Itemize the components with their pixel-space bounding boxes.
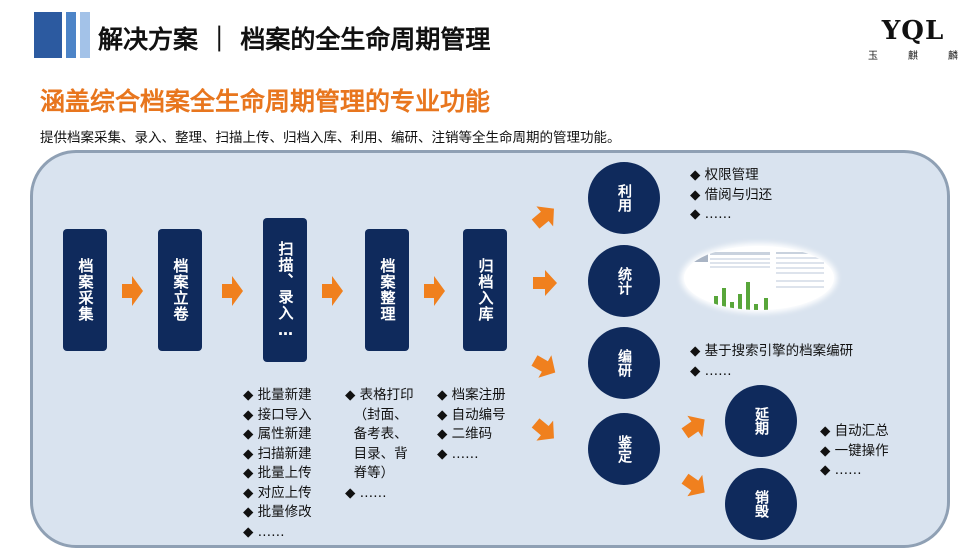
- logo-text: YQL: [881, 16, 945, 46]
- list-item: ◆ 属性新建: [243, 426, 312, 442]
- list-item: 脊等）: [345, 465, 395, 481]
- logo-char: 玉: [868, 51, 878, 62]
- list-item: ◆ ……: [690, 362, 732, 379]
- section-description: 提供档案采集、录入、整理、扫描上传、归档入库、利用、编研、注销等全生命周期的管理…: [40, 130, 621, 146]
- header-bar-light: [80, 12, 90, 58]
- step-archive-collection: 档案采集: [63, 229, 107, 351]
- arrow-right-icon: [122, 276, 143, 306]
- chart-thumbnail-icon: [694, 252, 824, 310]
- outcome-appraisal: 鉴定: [588, 413, 660, 485]
- list-item: ◆ ……: [690, 206, 732, 222]
- step-scan-entry: 扫描、录入…: [263, 218, 307, 362]
- list-item: ◆ ……: [243, 523, 285, 540]
- arrow-right-icon: [533, 270, 557, 296]
- list-item: ◆ 批量新建: [243, 387, 312, 403]
- logo-char: 麟: [948, 51, 958, 62]
- header-bar-dark: [34, 12, 62, 58]
- section-subtitle: 涵盖综合档案全生命周期管理的专业功能: [40, 87, 491, 116]
- compile-list: ◆ 基于搜索引擎的档案编研 ◆ ……: [690, 342, 853, 381]
- list-item: ◆ 批量修改: [243, 504, 312, 520]
- archive-list: ◆ 档案注册 ◆ 自动编号 ◆ 二维码 ◆ ……: [437, 386, 506, 464]
- arrow-upright-icon: [681, 415, 705, 439]
- list-item: ◆ ……: [437, 445, 479, 462]
- list-item: ◆ 自动汇总: [820, 423, 889, 439]
- list-item: ◆ 扫描新建: [243, 445, 312, 462]
- list-item: ◆ 一键操作: [820, 442, 889, 459]
- list-item: ◆ 借阅与归还: [690, 186, 773, 203]
- company-logo: YQL 玉 麒 麟: [868, 16, 958, 62]
- header-bar-mid: [66, 12, 76, 58]
- organize-list: ◆ 表格打印 （封面、 备考表、 目录、背 脊等） ◆ ……: [345, 386, 414, 503]
- outcome-destroy: 销毁: [725, 468, 797, 540]
- sub-outcome-list: ◆ 自动汇总 ◆ 一键操作 ◆ ……: [820, 422, 889, 481]
- logo-char: 麒: [908, 51, 918, 62]
- list-item: ◆ 权限管理: [690, 167, 759, 183]
- list-item: ◆ ……: [820, 462, 862, 478]
- outcome-statistics: 统计: [588, 245, 660, 317]
- arrow-right-icon: [222, 276, 243, 306]
- list-item: ◆ 表格打印: [345, 387, 414, 403]
- statistics-screenshot-thumbnail: [684, 246, 834, 310]
- arrow-downright-icon: [681, 473, 705, 497]
- list-item: ◆ 档案注册: [437, 387, 506, 403]
- arrow-downright-icon: [531, 355, 556, 378]
- scan-entry-list: ◆ 批量新建 ◆ 接口导入 ◆ 属性新建 ◆ 扫描新建 ◆ 批量上传 ◆ 对应上…: [243, 386, 312, 542]
- list-item: ◆ 对应上传: [243, 484, 312, 501]
- list-item: 备考表、: [345, 426, 408, 442]
- list-item: ◆ 基于搜索引擎的档案编研: [690, 343, 854, 359]
- list-item: ◆ 接口导入: [243, 406, 312, 423]
- logo-subtext: 玉 麒 麟: [868, 47, 958, 62]
- arrow-right-icon: [322, 276, 343, 306]
- list-item: ◆ ……: [345, 484, 387, 501]
- list-item: （封面、: [345, 406, 408, 423]
- page-title: 解决方案 ｜ 档案的全生命周期管理: [98, 25, 491, 54]
- arrow-upright-icon: [531, 206, 554, 229]
- list-item: ◆ 批量上传: [243, 465, 312, 481]
- list-item: ◆ 二维码: [437, 426, 493, 442]
- arrow-downright-icon: [531, 418, 554, 441]
- list-item: 目录、背: [345, 445, 408, 462]
- use-list: ◆ 权限管理 ◆ 借阅与归还 ◆ ……: [690, 166, 772, 225]
- outcome-use: 利用: [588, 162, 660, 234]
- outcome-extension: 延期: [725, 385, 797, 457]
- list-item: ◆ 自动编号: [437, 406, 506, 423]
- arrow-right-icon: [424, 276, 445, 306]
- step-archive-filing: 档案立卷: [158, 229, 202, 351]
- step-archive-organize: 档案整理: [365, 229, 409, 351]
- step-archive-storage: 归档入库: [463, 229, 507, 351]
- outcome-compile: 编研: [588, 327, 660, 399]
